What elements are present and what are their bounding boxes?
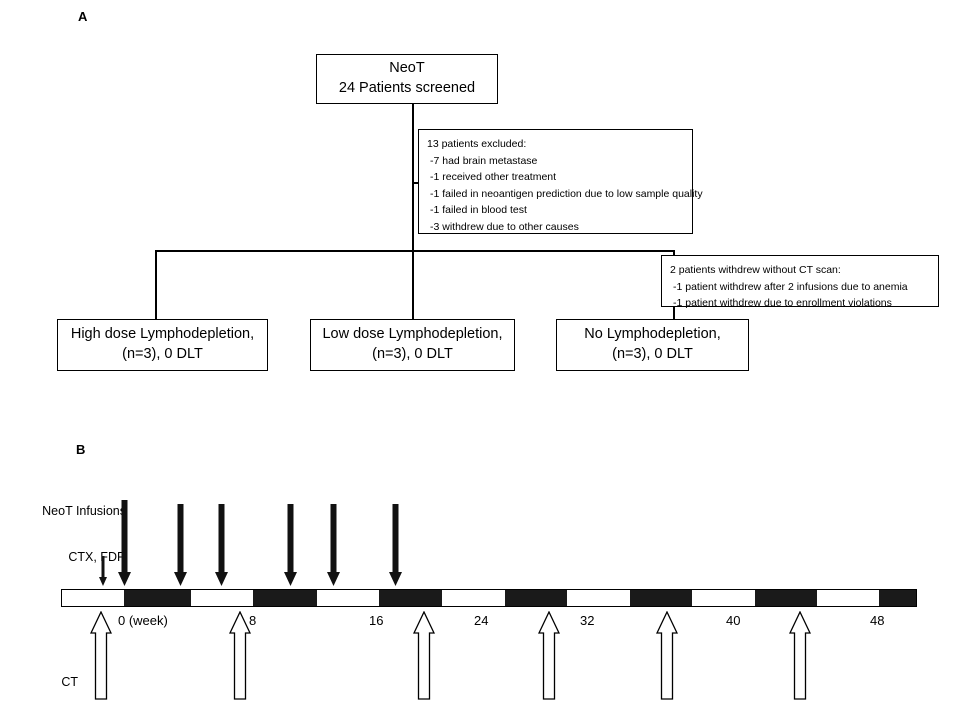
connector-split-bar [155,250,674,252]
ct-scan-arrow-3 [412,610,436,700]
box-excluded-item-5: -3 withdrew due to other causes [430,220,579,233]
box-arm-no-depletion: No Lymphodepletion, (n=3), 0 DLT [556,319,749,371]
box-arm-high-dose: High dose Lymphodepletion, (n=3), 0 DLT [57,319,268,371]
timeline-segment-2 [124,590,191,606]
timeline-segment-9 [567,590,630,606]
box-screened-count: 24 Patients screened [338,80,476,96]
box-withdrew-header: 2 patients withdrew without CT scan: [670,264,841,276]
timeline-segment-4 [253,590,317,606]
timeline-segment-13 [817,590,879,606]
timeline-segment-7 [442,590,505,606]
timeline-segment-12 [755,590,817,606]
infusion-arrow-3 [214,504,228,586]
box-excluded-header: 13 patients excluded: [427,138,527,150]
box-excluded-item-3: -1 failed in neoantigen prediction due t… [430,187,703,200]
box-excluded: 13 patients excluded: -7 had brain metas… [418,129,703,234]
timeline-segment-14 [879,590,916,606]
box-arm-low-dose: Low dose Lymphodepletion, (n=3), 0 DLT [310,319,515,371]
conditioning-arrow [99,556,107,586]
timeline-tick-label-2: 16 [369,613,384,628]
box-arm-no-depletion-line2: (n=3), 0 DLT [612,346,693,362]
box-arm-low-dose-line1: Low dose Lymphodepletion, [322,326,503,343]
timeline-segment-6 [379,590,442,606]
timeline-segment-11 [692,590,755,606]
ct-scan-arrow-2 [228,610,252,700]
infusion-arrow-1 [117,500,131,586]
timeline-segment-3 [191,590,253,606]
timeline-tick-label-4: 32 [580,613,595,628]
box-screened-title: NeoT [389,60,425,77]
infusion-arrow-5 [326,504,340,586]
box-arm-no-depletion-line1: No Lymphodepletion, [584,326,721,343]
label-ct: CT [61,675,78,689]
box-excluded-item-4: -1 failed in blood test [430,204,527,217]
timeline-segment-5 [317,590,379,606]
box-excluded-item-2: -1 received other treatment [430,171,557,184]
ct-scan-arrow-5 [655,610,679,700]
infusion-arrow-2 [173,504,187,586]
box-excluded-item-1: -7 had brain metastase [430,154,538,167]
timeline-tick-label-5: 40 [726,613,741,628]
connector-spine-main [412,104,414,251]
connector-drop-arm-1 [155,250,157,319]
ct-scan-arrow-6 [788,610,812,700]
timeline-tick-label-3: 24 [474,613,489,628]
infusion-arrow-6 [388,504,402,586]
connector-drop-arm-2 [412,250,414,319]
timeline-segment-8 [505,590,567,606]
label-neot-infusions: NeoT Infusions [42,504,126,518]
timeline-tick-label-6: 48 [870,613,885,628]
infusion-arrow-4 [283,504,297,586]
timeline-tick-label-1: 8 [249,613,257,628]
timeline-segment-1 [62,590,124,606]
box-screened: NeoT 24 Patients screened [316,54,498,104]
timeline-segment-10 [630,590,692,606]
ct-scan-arrow-1 [89,610,113,700]
label-ctx-fdr: CTX, FDR [68,550,126,564]
timeline-bar [61,589,917,607]
box-withdrew: 2 patients withdrew without CT scan: -1 … [661,255,939,309]
box-arm-high-dose-line2: (n=3), 0 DLT [122,346,203,362]
ct-scan-arrow-4 [537,610,561,700]
box-withdrew-item-2: -1 patient withdrew due to enrollment vi… [673,297,892,310]
panel-label-a: A [78,9,88,24]
box-withdrew-item-1: -1 patient withdrew after 2 infusions du… [673,280,908,293]
timeline-tick-label-0: 0 (week) [118,613,168,628]
box-arm-low-dose-line2: (n=3), 0 DLT [372,346,453,362]
panel-label-b: B [76,442,86,457]
box-arm-high-dose-line1: High dose Lymphodepletion, [70,326,255,343]
